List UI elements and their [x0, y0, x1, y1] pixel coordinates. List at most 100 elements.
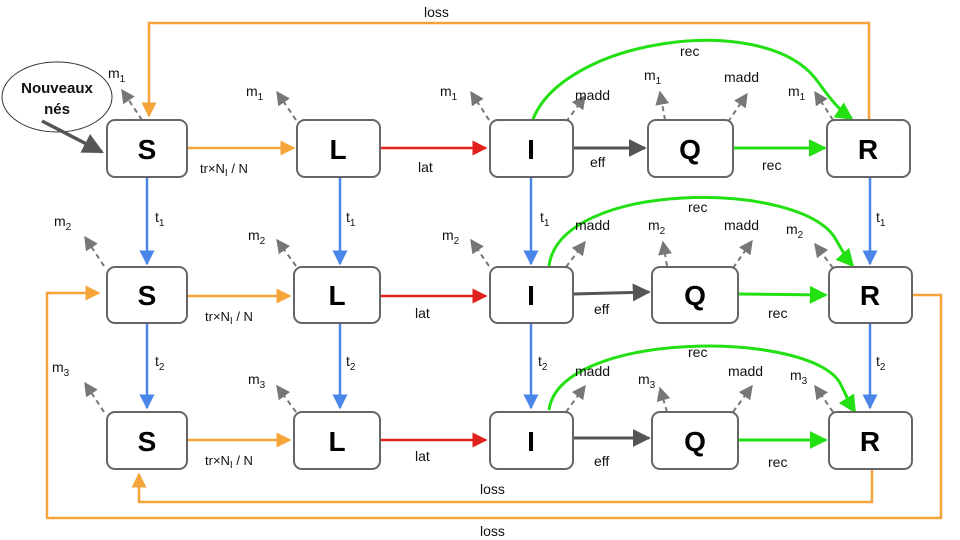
- infection-label-1: tr×NI / N: [200, 161, 248, 179]
- madd-label-i3: madd: [575, 363, 610, 379]
- svg-text:I: I: [527, 134, 535, 165]
- newborns-label-line1: Nouveaux: [21, 80, 93, 97]
- svg-text:R: R: [860, 426, 880, 457]
- t1-label-r: t1: [876, 209, 886, 229]
- mortality-arrow-r2: [814, 242, 834, 269]
- mortality-arrow-i2: [470, 238, 490, 267]
- t2-label-r: t2: [876, 353, 886, 373]
- svg-text:Q: Q: [684, 426, 706, 457]
- node-s2: S: [106, 266, 188, 324]
- eff-label-1: eff: [590, 154, 605, 170]
- svg-text:S: S: [138, 280, 157, 311]
- m2-label-l2: m2: [248, 227, 266, 247]
- rec-arc-label-3: rec: [688, 344, 707, 360]
- svg-text:I: I: [527, 280, 535, 311]
- mortality-arrow-l1: [276, 90, 297, 121]
- mortality-arrow-r1: [814, 90, 834, 121]
- mortality-arrow-s2: [84, 235, 105, 267]
- madd-arrow-i2: [565, 240, 586, 268]
- madd-label-i1: madd: [575, 87, 610, 103]
- madd-label-q1: madd: [724, 69, 759, 85]
- mortality-arrow-r3: [814, 384, 834, 413]
- rec-arc-2: [547, 195, 855, 268]
- node-q2: Q: [651, 266, 739, 324]
- infection-label-3: tr×NI / N: [205, 453, 253, 471]
- t1-label-l: t1: [346, 209, 356, 229]
- lat-label-2: lat: [415, 305, 430, 321]
- newborns-arrow: [41, 119, 104, 154]
- m1-label-r1: m1: [788, 83, 806, 103]
- svg-text:Q: Q: [679, 134, 701, 165]
- eff-label-2: eff: [594, 301, 609, 317]
- arrow-i2-q2: [572, 283, 651, 302]
- madd-arrow-i3: [565, 384, 586, 413]
- newborns-ellipse: [1, 61, 113, 133]
- madd-label-i2: madd: [575, 217, 610, 233]
- svg-text:Q: Q: [684, 280, 706, 311]
- eff-label-3: eff: [594, 453, 609, 469]
- svg-text:L: L: [329, 134, 346, 165]
- madd-arrow-q3: [732, 384, 753, 413]
- newborns-label-line2: nés: [44, 101, 70, 118]
- madd-arrow-q2: [732, 239, 753, 269]
- node-r2: R: [828, 266, 913, 324]
- arrow-q2-r2: [737, 285, 828, 304]
- mortality-arrow-s1: [121, 88, 143, 121]
- node-s1: S: [106, 119, 188, 178]
- mortality-arrow-l3: [276, 384, 297, 413]
- node-i1: I: [489, 119, 574, 178]
- svg-text:L: L: [328, 280, 345, 311]
- m1-label-q1: m1: [644, 67, 662, 87]
- m2-label-i2: m2: [442, 227, 460, 247]
- mortality-arrow-i1: [470, 90, 490, 121]
- lat-label-1: lat: [418, 159, 433, 175]
- infection-label-2: tr×NI / N: [205, 309, 253, 327]
- rec-arc-1: [530, 38, 854, 123]
- node-i2: I: [489, 266, 574, 324]
- t2-label-i: t2: [538, 353, 548, 373]
- m2-label-r2: m2: [786, 221, 804, 241]
- node-r1: R: [826, 119, 911, 178]
- node-r3: R: [828, 411, 913, 470]
- m2-label-q2: m2: [648, 217, 666, 237]
- mortality-arrow-q1: [655, 90, 670, 121]
- t2-label-l: t2: [346, 353, 356, 373]
- rec-arc-label-2: rec: [688, 199, 707, 215]
- mortality-arrow-s3: [84, 381, 105, 413]
- mortality-arrow-l2: [276, 238, 297, 267]
- rec-arc-3: [547, 344, 857, 414]
- svg-text:I: I: [527, 426, 535, 457]
- m1-label-s1: m1: [108, 65, 126, 85]
- loss-label-top: loss: [424, 4, 449, 20]
- m1-label-i1: m1: [440, 83, 458, 103]
- node-q1: Q: [647, 119, 734, 178]
- mortality-arrow-q3: [656, 386, 671, 413]
- loss-label-bot: loss: [480, 481, 505, 497]
- m3-label-q3: m3: [638, 371, 656, 391]
- loss-arrow-top: [141, 21, 871, 123]
- t1-label-s: t1: [155, 209, 165, 229]
- svg-text:S: S: [138, 134, 157, 165]
- node-i3: I: [489, 411, 574, 470]
- rec-label-2: rec: [768, 305, 787, 321]
- node-l1: L: [296, 119, 381, 178]
- svg-text:L: L: [328, 426, 345, 457]
- node-l3: L: [293, 411, 381, 470]
- madd-label-q2: madd: [724, 217, 759, 233]
- node-l2: L: [293, 266, 381, 324]
- lat-label-3: lat: [415, 448, 430, 464]
- mortality-arrow-q2: [658, 240, 672, 267]
- madd-label-q3: madd: [728, 363, 763, 379]
- m2-label-s2: m2: [54, 213, 72, 233]
- svg-text:R: R: [858, 134, 878, 165]
- rec-label-3: rec: [768, 454, 787, 470]
- t2-label-s: t2: [155, 353, 165, 373]
- loss-arrow-mid: [45, 285, 943, 520]
- svg-text:R: R: [860, 280, 880, 311]
- m3-label-r3: m3: [790, 367, 808, 387]
- svg-text:S: S: [138, 426, 157, 457]
- rec-arc-label-1: rec: [680, 43, 699, 59]
- node-s3: S: [106, 411, 188, 470]
